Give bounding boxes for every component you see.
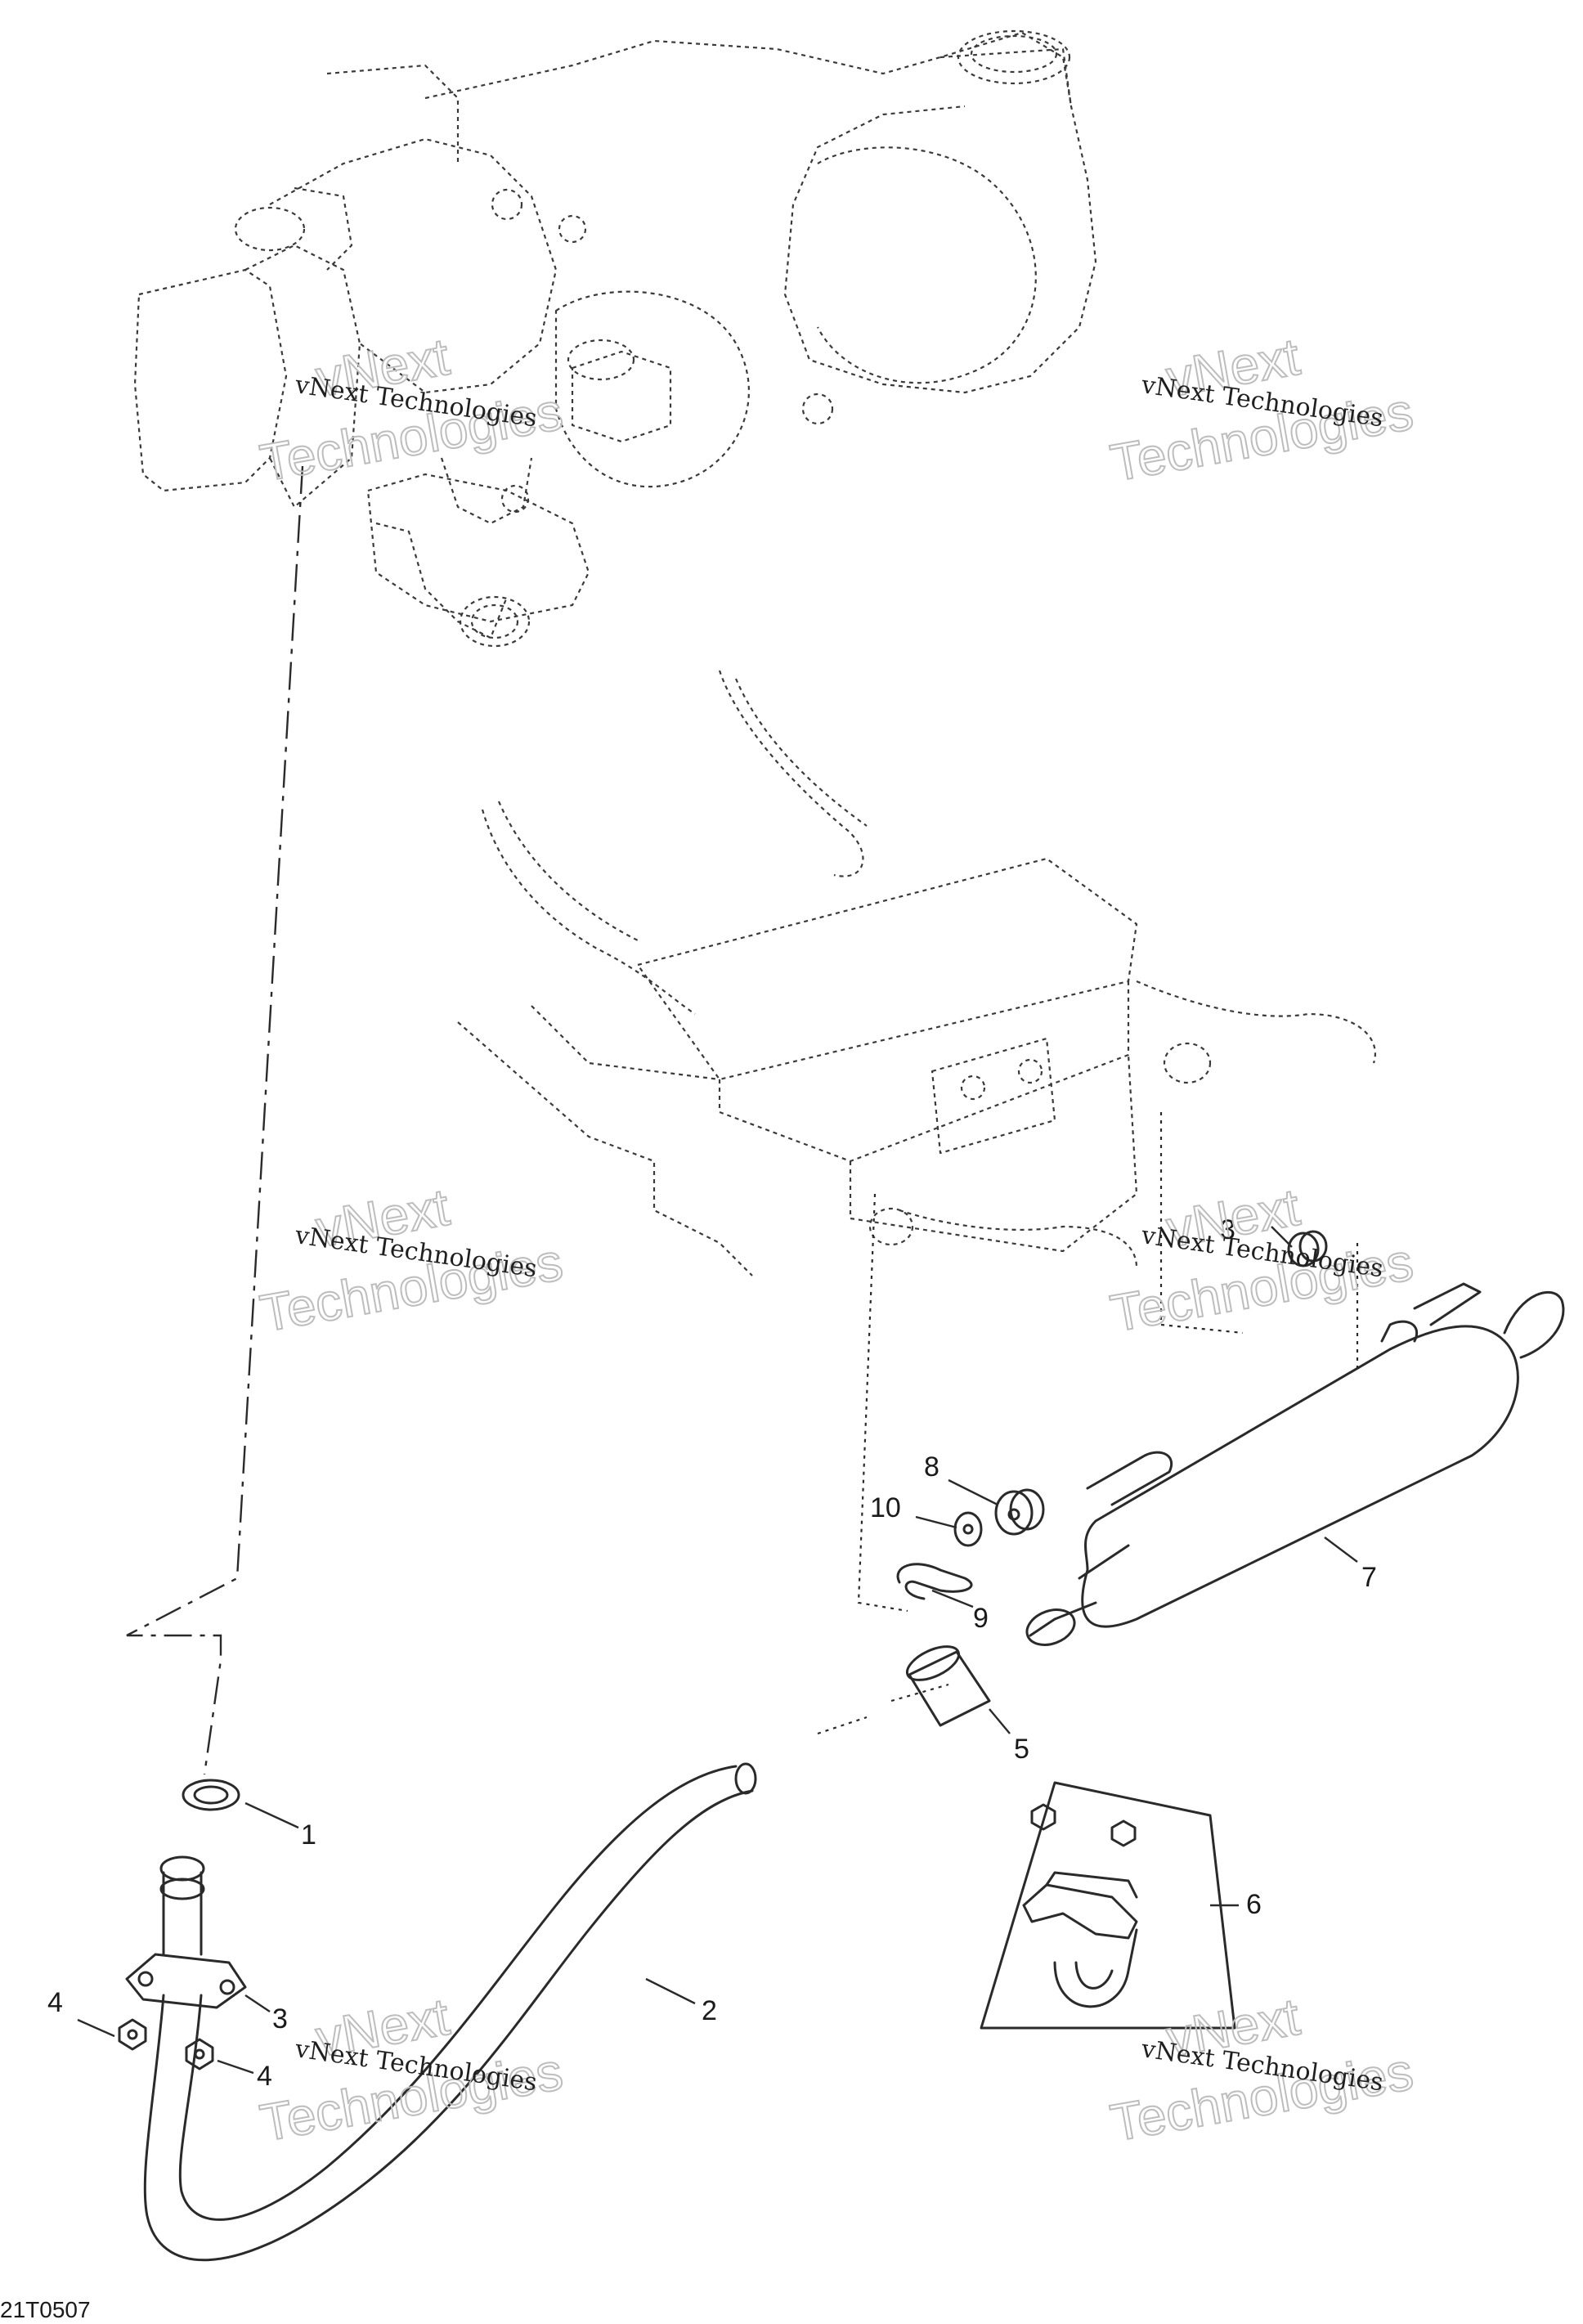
- callout-7: 7: [1361, 1562, 1377, 1593]
- callout-labels: 1 2 3 3 4 4 5 6 7 8 9 10: [47, 1214, 1377, 2092]
- part-gasket-ring: [182, 1779, 240, 1811]
- part-exhaust-sleeve: [905, 1645, 991, 1727]
- part-nut-right: [185, 2038, 214, 2071]
- vehicle-frame: [457, 670, 1376, 1276]
- callout-2: 2: [702, 1995, 717, 2026]
- assembly-guide-lines: [126, 465, 1359, 1775]
- part-exhaust-pipe: [143, 1762, 757, 2262]
- callout-4-left: 4: [47, 1987, 63, 2018]
- part-nut-left: [118, 2018, 147, 2051]
- part-exhaust-flange: [125, 1855, 247, 2009]
- part-hairpin-clip: [896, 1563, 973, 1600]
- diagram-reference-code: 21T0507: [0, 2297, 91, 2322]
- callout-10: 10: [870, 1492, 901, 1523]
- callout-leaders: [77, 1226, 1358, 2075]
- part-clamp-kit: [980, 1781, 1236, 2030]
- callout-4-right: 4: [257, 2061, 272, 2092]
- part-grommet: [994, 1488, 1045, 1536]
- callout-1: 1: [301, 1819, 316, 1851]
- callout-3-flange: 3: [272, 2003, 288, 2035]
- callout-9: 9: [973, 1603, 989, 1634]
- callout-5: 5: [1014, 1734, 1029, 1765]
- callout-3-grommet: 3: [1220, 1214, 1235, 1245]
- engine-assembly: [133, 29, 1097, 648]
- callout-6: 6: [1246, 1889, 1262, 1920]
- part-muffler: [1025, 1282, 1565, 1646]
- part-grommet-upper: [1287, 1230, 1328, 1267]
- callout-8: 8: [924, 1451, 939, 1483]
- part-washer: [953, 1511, 983, 1547]
